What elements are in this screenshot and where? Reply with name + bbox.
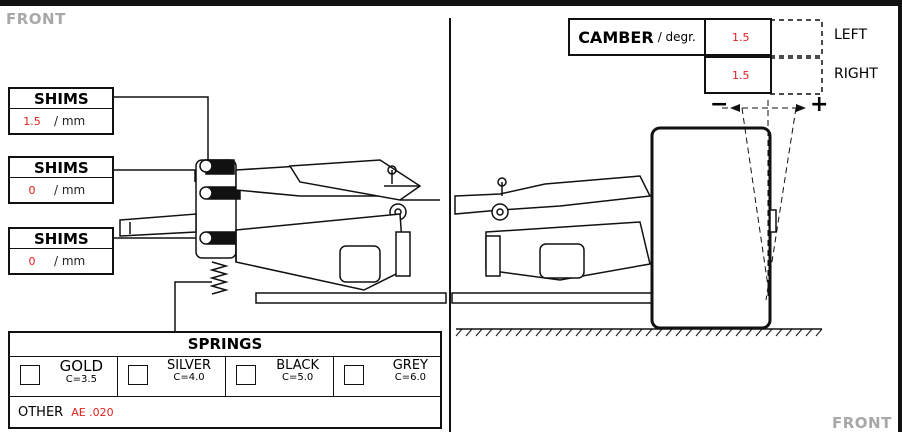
spring-rate-grey: C=6.0 xyxy=(394,371,426,383)
leader-line-shims-1 xyxy=(114,96,209,162)
camber-minus-sign: − xyxy=(710,92,729,117)
spring-option-gold[interactable]: GOLD C=3.5 xyxy=(10,357,118,396)
checkbox-gold[interactable] xyxy=(20,365,40,385)
spring-rate-silver: C=4.0 xyxy=(173,371,205,383)
springs-other-label: OTHER xyxy=(18,404,64,420)
axle-stub xyxy=(119,213,197,237)
upper-arm-right xyxy=(454,175,652,215)
arrow-right xyxy=(796,104,806,112)
springs-options-row: GOLD C=3.5 SILVER C=4.0 BLACK C=5.0 xyxy=(10,357,440,397)
camber-left-value[interactable]: 1.5 xyxy=(732,30,750,44)
springs-title: SPRINGS xyxy=(10,333,440,357)
spring-coil xyxy=(209,261,229,295)
center-divider xyxy=(449,18,451,432)
camber-right-label: RIGHT xyxy=(834,66,878,82)
shim-stack-low xyxy=(207,231,241,245)
camber-plus-sign: + xyxy=(810,92,829,117)
shims-value-1[interactable]: 1.5 xyxy=(23,114,41,128)
shims-box-2: SHIMS 0 / mm xyxy=(8,156,114,204)
spring-option-silver[interactable]: SILVER C=4.0 xyxy=(118,357,226,396)
right-border xyxy=(898,0,902,432)
camber-right-value[interactable]: 1.5 xyxy=(732,68,750,82)
shims-value-3[interactable]: 0 xyxy=(28,254,36,268)
shims-box-1: SHIMS 1.5 / mm xyxy=(8,87,114,135)
camber-left-box: 1.5 xyxy=(704,18,772,56)
shims-value-2[interactable]: 0 xyxy=(28,183,36,197)
camber-guide-minus xyxy=(741,107,771,301)
shims-title-3: SHIMS xyxy=(10,229,112,249)
spring-name-black: BLACK xyxy=(276,358,319,373)
springs-other-row: OTHER AE .020 xyxy=(10,397,440,427)
camber-right-box: 1.5 xyxy=(704,56,772,94)
front-label-left: FRONT xyxy=(6,10,66,28)
camber-left-dash xyxy=(770,19,823,57)
spring-name-silver: SILVER xyxy=(166,358,211,373)
spring-option-black[interactable]: BLACK C=5.0 xyxy=(226,357,334,396)
shims-title-1: SHIMS xyxy=(10,89,112,109)
camber-right-dash xyxy=(770,57,823,95)
springs-panel: SPRINGS GOLD C=3.5 SILVER C=4.0 BLACK xyxy=(8,331,442,429)
spring-rate-gold: C=3.5 xyxy=(65,373,97,385)
leader-line-shims-2 xyxy=(114,169,196,182)
shims-title-2: SHIMS xyxy=(10,158,112,178)
springs-other-value[interactable]: AE .020 xyxy=(71,405,114,419)
spring-name-grey: GREY xyxy=(392,358,428,373)
checkbox-grey[interactable] xyxy=(344,365,364,385)
camber-unit: / degr. xyxy=(657,30,696,44)
leader-line-springs xyxy=(174,281,212,331)
top-border xyxy=(0,0,902,6)
front-label-right: FRONT xyxy=(832,414,892,432)
spring-name-gold: GOLD xyxy=(59,357,103,375)
checkbox-silver[interactable] xyxy=(128,365,148,385)
spring-rate-black: C=5.0 xyxy=(282,371,314,383)
shims-unit-3: / mm xyxy=(54,254,86,268)
checkbox-black[interactable] xyxy=(236,365,256,385)
shim-stack-mid xyxy=(207,186,241,200)
shims-box-3: SHIMS 0 / mm xyxy=(8,227,114,275)
camber-title: CAMBER xyxy=(578,27,654,47)
camber-left-label: LEFT xyxy=(834,27,868,43)
camber-guide-plus xyxy=(765,107,797,301)
wheel xyxy=(650,126,772,330)
camber-title-box: CAMBER / degr. xyxy=(568,18,706,56)
chassis-plate xyxy=(255,292,447,304)
shims-unit-2: / mm xyxy=(54,183,86,197)
arrow-left xyxy=(730,104,740,112)
spring-option-grey[interactable]: GREY C=6.0 xyxy=(334,357,440,396)
shims-unit-1: / mm xyxy=(54,114,86,128)
chassis-plate-right xyxy=(451,292,653,304)
